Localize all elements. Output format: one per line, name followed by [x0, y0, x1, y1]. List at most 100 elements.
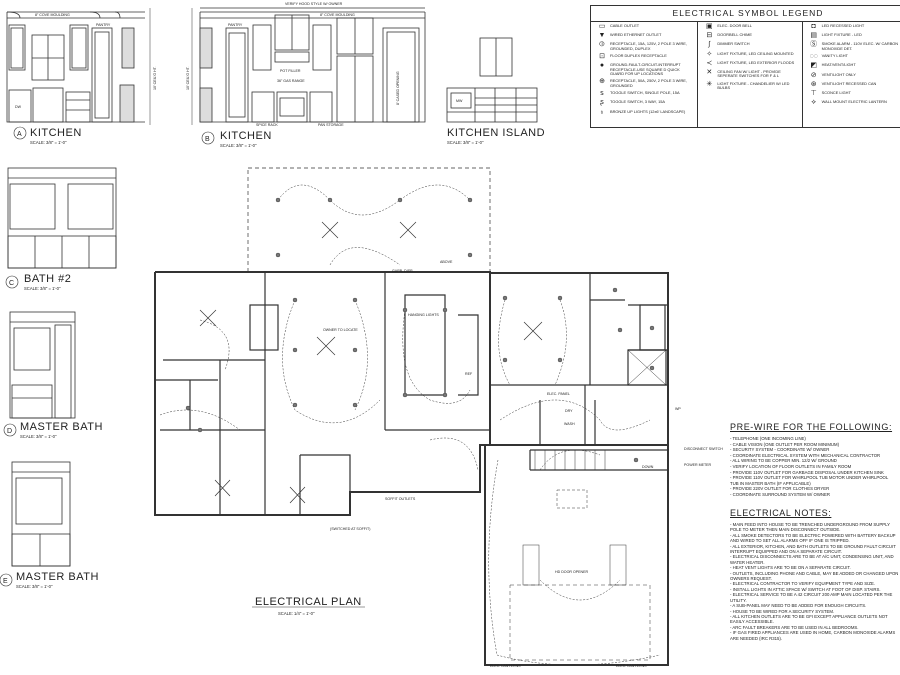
legend-column-3: ◘LED RECESSED LIGHT ▤LIGHT FIXTURE - LED Ⓢ…	[803, 22, 900, 128]
prewire-item: TUB IN MASTER BATH (IF APPLICABLE)	[730, 480, 811, 486]
label-cove-molding-a: 8" COVE MOULDING	[35, 13, 70, 17]
scale-kitchen-a: SCALE: 3/8" = 1'-0"	[30, 140, 67, 145]
legend-item-chandelier: ✳LIGHT FIXTURE - CHANDELIER W/ LED BULBS	[701, 81, 798, 91]
legend-column-1: ▭ CABLE OUTLET ▼WIRED ETHERNET OUTLET⦶ RECE…	[591, 22, 699, 128]
electrical-note: - ELECTRICAL DISCONNECTS ARE TO BE AT A/…	[730, 554, 894, 565]
electrical-note: - A SUB-PANEL MAY NEED TO BE ADDED FOR E…	[730, 603, 867, 609]
electrical-note: - ALL EXTERIOR, KITCHEN, AND BATH OUTLET…	[730, 543, 896, 555]
label-soffit-outlets: SOFFIT OUTLETS	[385, 497, 416, 501]
label-ceiling-height-a: 10' CEIL'G HT.	[153, 66, 157, 90]
vent-recessed-can-icon: ⊛	[810, 80, 817, 88]
legend-label: FLOOR DUPLEX RECEPTACLE	[610, 53, 667, 59]
flood-light-icon: ≺	[706, 59, 713, 67]
label-mw: MW	[456, 99, 463, 103]
master-bath-d-elevation	[9, 311, 76, 419]
electrical-note: - ALL SMOKE DETECTORS TO BE ELECTRIC POW…	[730, 532, 896, 544]
prewire-item: - COORDINATE ELECTRICAL SYSTEM WITH MECH…	[730, 452, 881, 458]
title-kitchen-island: KITCHEN ISLAND	[447, 127, 545, 139]
label-wp: WP	[675, 407, 681, 411]
single-pole-switch-icon: ꜱ	[600, 90, 604, 98]
duplex-receptacle-icon: ⦶	[599, 41, 605, 49]
label-ref: REF	[465, 372, 473, 376]
legend-item-ceiling-light: ✧LIGHT FIXTURE, LED CEILING MOUNTED	[701, 51, 798, 58]
legend-label: VENT/LIGHT ONLY	[821, 71, 856, 77]
legend-item-ethernet-outlet: ▼WIRED ETHERNET OUTLET	[594, 32, 694, 40]
legend-item-led-fixture: ▤LIGHT FIXTURE - LED	[806, 32, 900, 39]
legend-label: ELEC. DOOR BELL	[717, 23, 752, 28]
label-wash: WASH	[564, 422, 575, 426]
legend-item-heat-vent-light: ◩HEAT/VENT/LIGHT	[806, 62, 900, 70]
recessed-light-icon: ◘	[811, 23, 816, 30]
legend-label: CABLE OUTLET	[610, 23, 640, 28]
marker-d: D	[7, 428, 12, 435]
scale-kitchen-b: SCALE: 3/8" = 1'-0"	[220, 143, 257, 148]
label-cove-molding-b: 8" COVE MOULDING	[320, 13, 355, 17]
legend-label: DOORBELL CHIME	[717, 32, 752, 38]
electrical-note: - OUTLETS, INCLUDING PHONE AND CABLE, MA…	[730, 570, 899, 582]
label-pot-filler: POT FILLER	[280, 69, 301, 73]
legend-label: RECEPTACLE, 15A, 125V, 2 POLE 3 WIRE, GR…	[610, 41, 687, 51]
prewire-title: PRE-WIRE FOR THE FOLLOWING:	[730, 422, 893, 432]
legend-label: WALL MOUNT ELECTRIC LANTERN	[821, 99, 887, 105]
legend-item-recessed-light: ◘LED RECESSED LIGHT	[806, 23, 900, 30]
legend-item-ceiling-fan: ✕CEILING FAN W/ LIGHT - PROVIDE SEPERATE…	[701, 68, 798, 79]
title-master-bath-e: MASTER BATH	[16, 571, 99, 583]
label-owner-to-locate: OWNER TO LOCATE	[323, 328, 358, 332]
legend-label: BRONZE UP LIGHTS (12x6' LANDSCAPE)	[610, 108, 686, 114]
label-hanging-lights: HANGING LIGHTS	[408, 313, 439, 317]
marker-b: B	[205, 136, 210, 143]
prewire-item: - COORDINATE SURROUND SYSTEM W/ OWNER	[730, 491, 830, 497]
floor-plan	[154, 167, 669, 666]
label-switched-at-soffit: (SWITCHED AT SOFFIT)	[330, 527, 370, 531]
label-garb-disp: GARB. DISP.	[392, 269, 413, 273]
label-pan-storage: PAN STORAGE	[318, 123, 344, 127]
label-lanterns-right: ELEC. LANTERNS	[616, 664, 647, 668]
electrical-note: - HEAT VENT LIGHTS ARE TO BE ON A SEPARA…	[730, 565, 851, 571]
legend-item-dimmer-switch: ∫DIMMER SWITCH	[701, 41, 798, 48]
title-bath2: BATH #2	[24, 273, 71, 285]
heat-vent-light-icon: ◩	[810, 62, 817, 70]
legend-label: LIGHT FIXTURE, LED EXTERIOR FLOODS	[717, 59, 795, 65]
electrical-note: - INSTALL LIGHTS IN ATTIC SPACE W/ SWITC…	[730, 586, 881, 592]
label-lanterns-left: ELEC. LANTERNS	[490, 664, 521, 668]
legend-label: VANITY LIGHT	[821, 53, 848, 59]
sconce-icon: ⊤	[810, 89, 817, 97]
vanity-light-icon: ◌◌	[809, 53, 818, 61]
legend-item-gfci-receptacle: ●GROUND-FAULT-CIRCUIT-INTERRUPT RECEPTAC…	[594, 62, 694, 76]
electrical-note: - ELECTRICAL SERVICE TO BE A 42 CIRCUIT …	[730, 592, 893, 603]
legend-label: CEILING FAN W/ LIGHT - PROVIDE SEPERATE …	[717, 68, 781, 79]
door-chime-icon: ⊟	[706, 32, 713, 40]
cable-outlet-icon: ▭	[598, 23, 606, 30]
prewire-item: - ALL WIRING TO BE COPPER MIN. 12/2 W/ G…	[730, 458, 837, 464]
label-hood: VERIFY HOOD STYLE W/ OWNER	[285, 2, 343, 6]
legend-item-sconce: ⊤SCONCE LIGHT	[806, 89, 900, 97]
vent-light-icon: ⊘	[810, 71, 817, 79]
electrical-symbol-legend: ELECTRICAL SYMBOL LEGEND ▭CABLE OUTLET▼W…	[590, 5, 900, 128]
title-master-bath-d: MASTER BATH	[20, 421, 103, 433]
label-spice-rack: SPICE RACK	[256, 123, 278, 127]
title-kitchen-b: KITCHEN	[220, 130, 272, 142]
ethernet-outlet-icon: ▼	[598, 32, 606, 40]
legend-label: DIMMER SWITCH	[717, 41, 750, 47]
legend-label: LIGHT FIXTURE - LED	[821, 32, 862, 38]
legend-item-flood-light: ≺ LIGHT FIXTURE, LED EXTERIOR FLOODS	[701, 59, 798, 67]
label-dw: DW	[15, 105, 22, 109]
label-pantry-a: PANTRY	[96, 23, 111, 27]
prewire-notes: PRE-WIRE FOR THE FOLLOWING: - TELEPHONE …	[730, 422, 900, 498]
electrical-note: - ARC FAULT BREAKERS ARE TO BE USED IN A…	[730, 624, 859, 630]
label-disconnect-switch: DISCONNECT SWITCH	[684, 447, 723, 451]
door-bell-icon: ▣	[706, 23, 713, 30]
label-elec-panel: ELEC. PANEL	[547, 392, 570, 396]
smoke-alarm-icon: Ⓢ	[810, 41, 818, 49]
plan-scale: SCALE: 1/4" = 1'-0"	[278, 611, 315, 616]
plan-title: ELECTRICAL PLAN	[255, 596, 362, 608]
legend-item-vent-light: ⊘ VENT/LIGHT ONLY	[806, 71, 900, 79]
label-gas-range: 36" GAS RANGE	[277, 79, 305, 83]
label-ceiling-height-b: 10' CEIL'G HT.	[186, 66, 190, 90]
220v-receptacle-icon: ⊕	[599, 78, 605, 86]
scale-master-bath-e: SCALE: 3/8" = 1'-0"	[16, 584, 53, 589]
legend-item-door-bell: ▣ ELEC. DOOR BELL	[701, 23, 798, 30]
